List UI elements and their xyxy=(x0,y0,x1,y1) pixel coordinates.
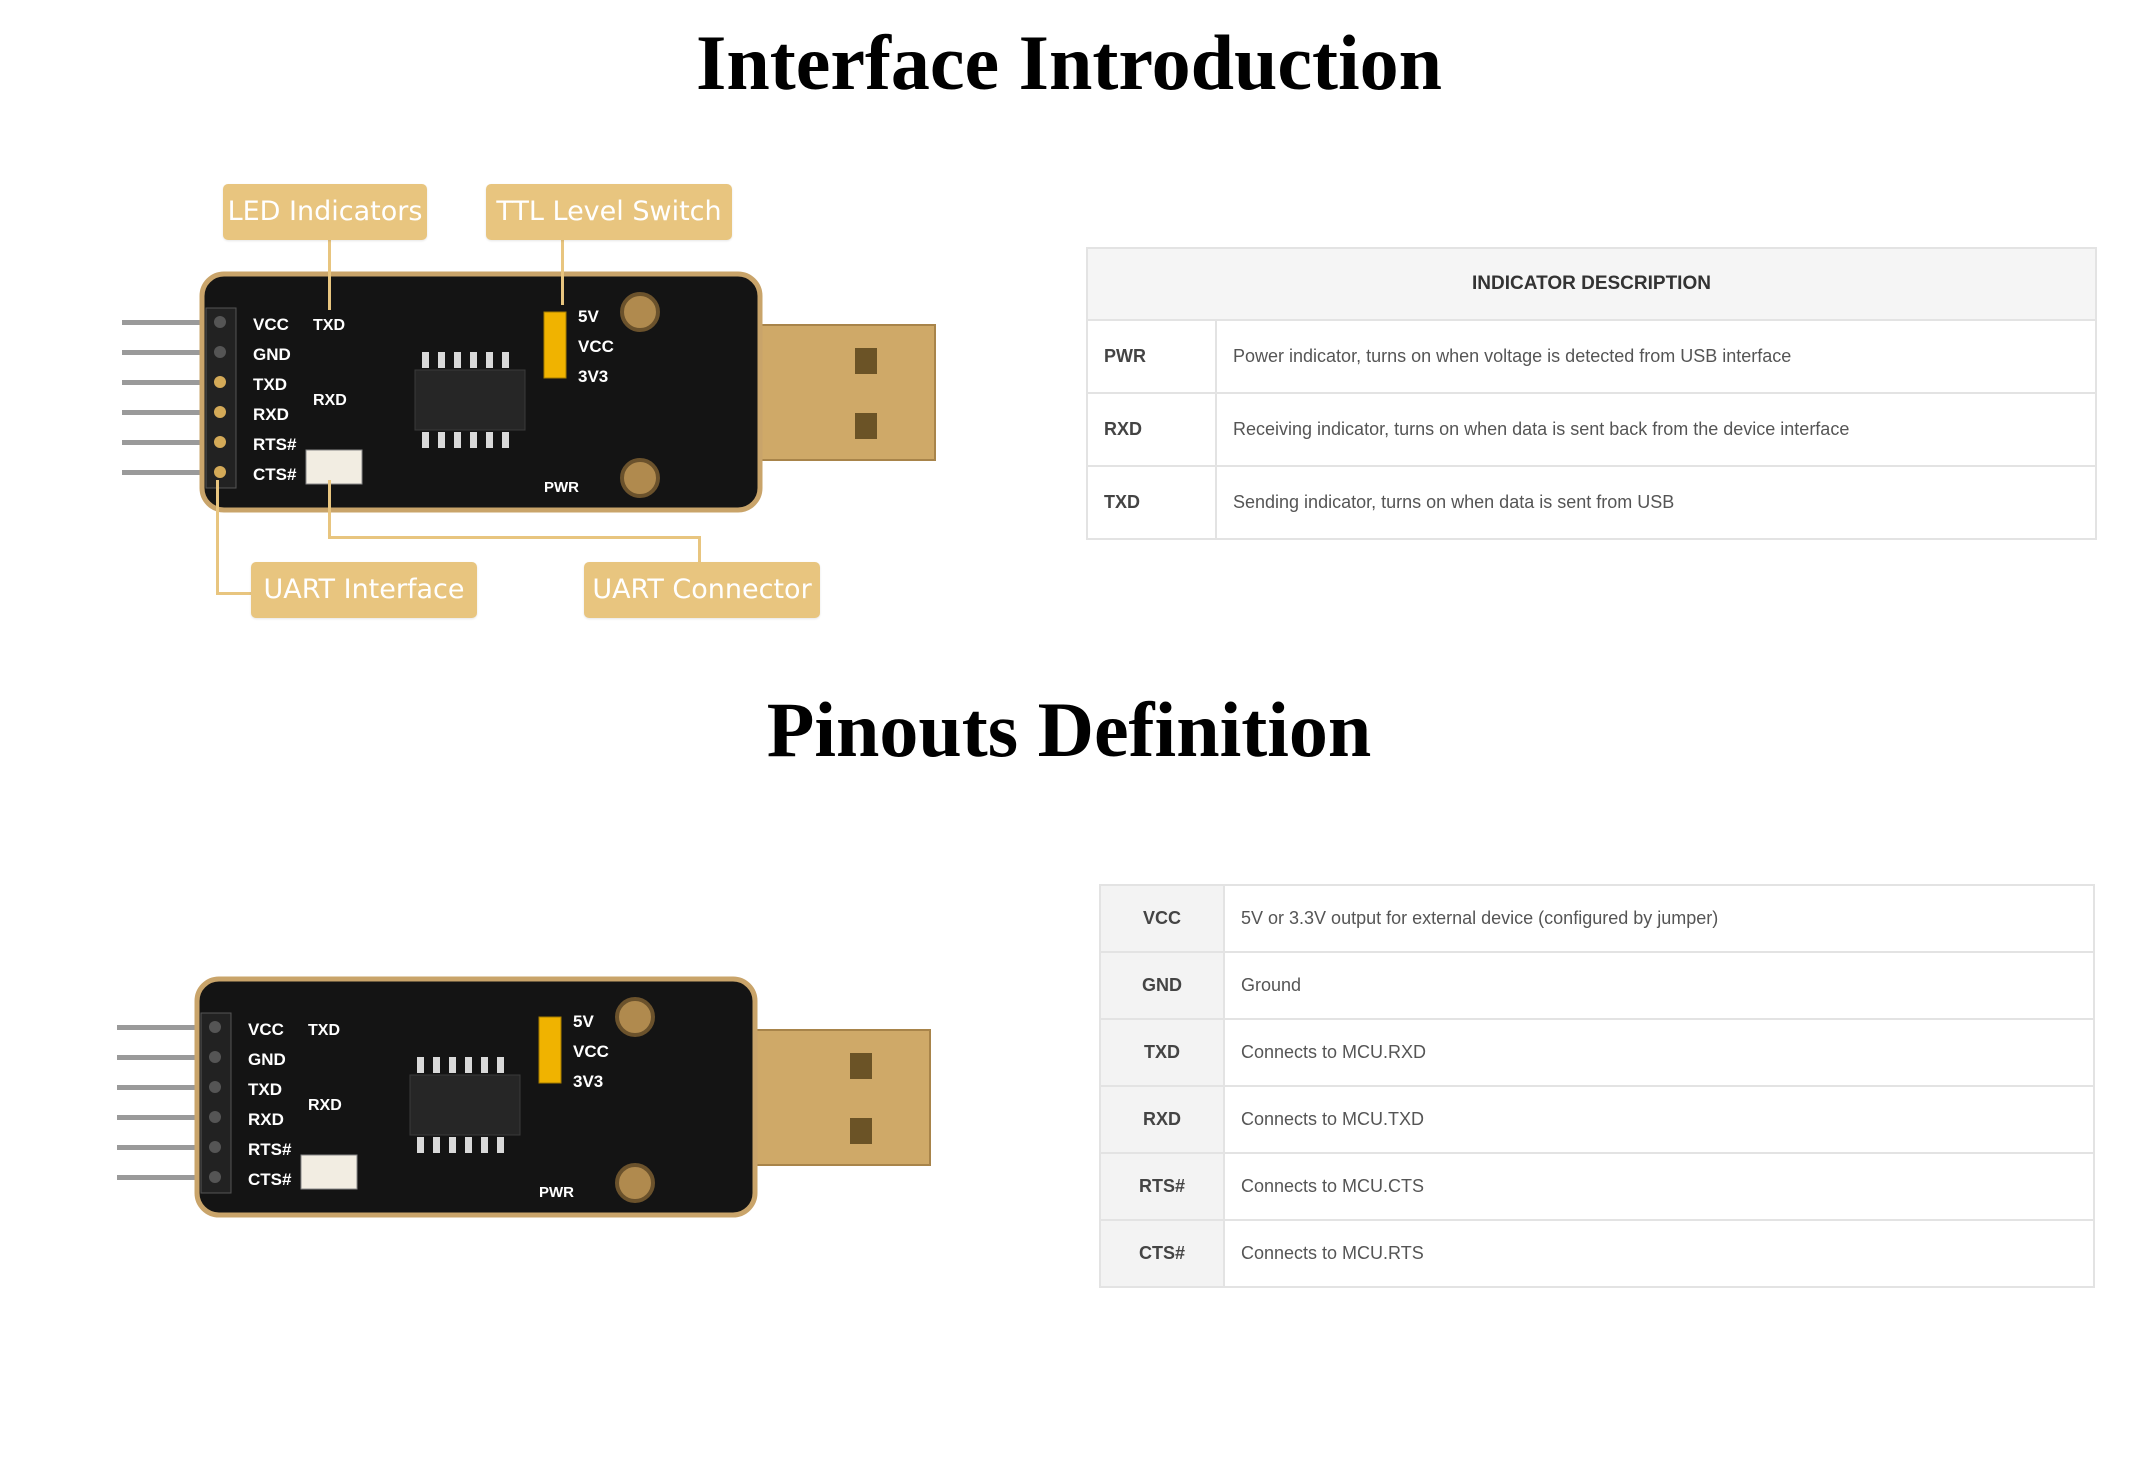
callout-uart-interface: UART Interface xyxy=(251,562,477,618)
pin-key: RXD xyxy=(1099,1085,1225,1154)
interface-introduction-heading: Interface Introduction xyxy=(696,19,1442,106)
pin-key: CTS# xyxy=(1099,1219,1225,1288)
table-row: GND Ground xyxy=(1099,951,2095,1020)
mounting-hole xyxy=(615,1163,655,1203)
indicator-desc: Receiving indicator, turns on when data … xyxy=(1215,392,2097,467)
callout-uart-connector: UART Connector xyxy=(584,562,820,618)
indicator-desc: Power indicator, turns on when voltage i… xyxy=(1215,319,2097,394)
ttl-jumper xyxy=(538,1016,562,1084)
voltage-label-5v: 5V xyxy=(573,1012,594,1031)
pin-pads xyxy=(209,1021,221,1183)
pin-desc: Connects to MCU.TXD xyxy=(1223,1085,2095,1154)
pwr-label: PWR xyxy=(539,1184,574,1201)
chip-pins xyxy=(422,352,509,448)
pin-label-cts: CTS# xyxy=(253,465,297,484)
chip-pins xyxy=(417,1057,504,1153)
voltage-label-3v3: 3V3 xyxy=(578,367,608,386)
pinout-definition-table: VCC 5V or 3.3V output for external devic… xyxy=(1099,884,2095,1288)
pin-key: VCC xyxy=(1099,884,1225,953)
header-pins xyxy=(117,1025,207,1180)
ttl-jumper xyxy=(543,311,567,379)
indicator-description-table: INDICATOR DESCRIPTION PWR Power indicato… xyxy=(1086,247,2097,540)
pin-key: GND xyxy=(1099,951,1225,1020)
pin-label-txd: TXD xyxy=(248,1080,282,1099)
led-label-rxd: RXD xyxy=(313,392,347,409)
pin-label-cts: CTS# xyxy=(248,1170,292,1189)
table-row: TXD Connects to MCU.RXD xyxy=(1099,1018,2095,1087)
pin-desc: 5V or 3.3V output for external device (c… xyxy=(1223,884,2095,953)
pin-key: RTS# xyxy=(1099,1152,1225,1221)
table-row: RXD Receiving indicator, turns on when d… xyxy=(1086,392,2097,467)
pin-key: TXD xyxy=(1099,1018,1225,1087)
uart-connector-socket xyxy=(305,449,363,485)
indicator-key: TXD xyxy=(1086,465,1217,540)
pin-label-gnd: GND xyxy=(253,345,291,364)
voltage-label-5v: 5V xyxy=(578,307,599,326)
ch343-chip xyxy=(409,1074,521,1136)
usb-uart-board-image: VCC GND TXD RXD RTS# CTS# TXD RXD 5V VCC… xyxy=(122,271,936,513)
pinouts-definition-heading: Pinouts Definition xyxy=(766,686,1372,773)
table-header-row: INDICATOR DESCRIPTION xyxy=(1086,247,2097,321)
table-row: CTS# Connects to MCU.RTS xyxy=(1099,1219,2095,1288)
indicator-table-header: INDICATOR DESCRIPTION xyxy=(1086,247,2097,321)
mounting-hole xyxy=(620,458,660,498)
table-row: VCC 5V or 3.3V output for external devic… xyxy=(1099,884,2095,953)
pin-desc: Connects to MCU.CTS xyxy=(1223,1152,2095,1221)
led-label-txd: TXD xyxy=(308,1022,340,1039)
callout-led-indicators: LED Indicators xyxy=(223,184,427,240)
pin-desc: Ground xyxy=(1223,951,2095,1020)
usb-uart-board-image-2: VCC GND TXD RXD RTS# CTS# TXD RXD 5V VCC… xyxy=(117,976,931,1218)
header-pins xyxy=(122,320,212,475)
mounting-hole xyxy=(615,997,655,1037)
voltage-label-3v3: 3V3 xyxy=(573,1072,603,1091)
led-label-txd: TXD xyxy=(313,317,345,334)
pin-pads xyxy=(214,316,226,478)
pin-label-txd: TXD xyxy=(253,375,287,394)
uart-connector-socket xyxy=(300,1154,358,1190)
table-row: RTS# Connects to MCU.CTS xyxy=(1099,1152,2095,1221)
pin-label-rxd: RXD xyxy=(248,1110,284,1129)
pwr-label: PWR xyxy=(544,479,579,496)
table-row: RXD Connects to MCU.TXD xyxy=(1099,1085,2095,1154)
indicator-key: PWR xyxy=(1086,319,1217,394)
pin-desc: Connects to MCU.RTS xyxy=(1223,1219,2095,1288)
table-row: TXD Sending indicator, turns on when dat… xyxy=(1086,465,2097,540)
table-row: PWR Power indicator, turns on when volta… xyxy=(1086,319,2097,394)
indicator-key: RXD xyxy=(1086,392,1217,467)
pin-label-vcc: VCC xyxy=(248,1020,284,1039)
pin-label-gnd: GND xyxy=(248,1050,286,1069)
led-label-rxd: RXD xyxy=(308,1097,342,1114)
mounting-hole xyxy=(620,292,660,332)
pin-label-rts: RTS# xyxy=(253,435,297,454)
voltage-label-vcc: VCC xyxy=(578,337,614,356)
pin-label-vcc: VCC xyxy=(253,315,289,334)
pin-label-rxd: RXD xyxy=(253,405,289,424)
pin-label-rts: RTS# xyxy=(248,1140,292,1159)
voltage-label-vcc: VCC xyxy=(573,1042,609,1061)
callout-ttl-level-switch: TTL Level Switch xyxy=(486,184,732,240)
pin-desc: Connects to MCU.RXD xyxy=(1223,1018,2095,1087)
ch343-chip xyxy=(414,369,526,431)
indicator-desc: Sending indicator, turns on when data is… xyxy=(1215,465,2097,540)
